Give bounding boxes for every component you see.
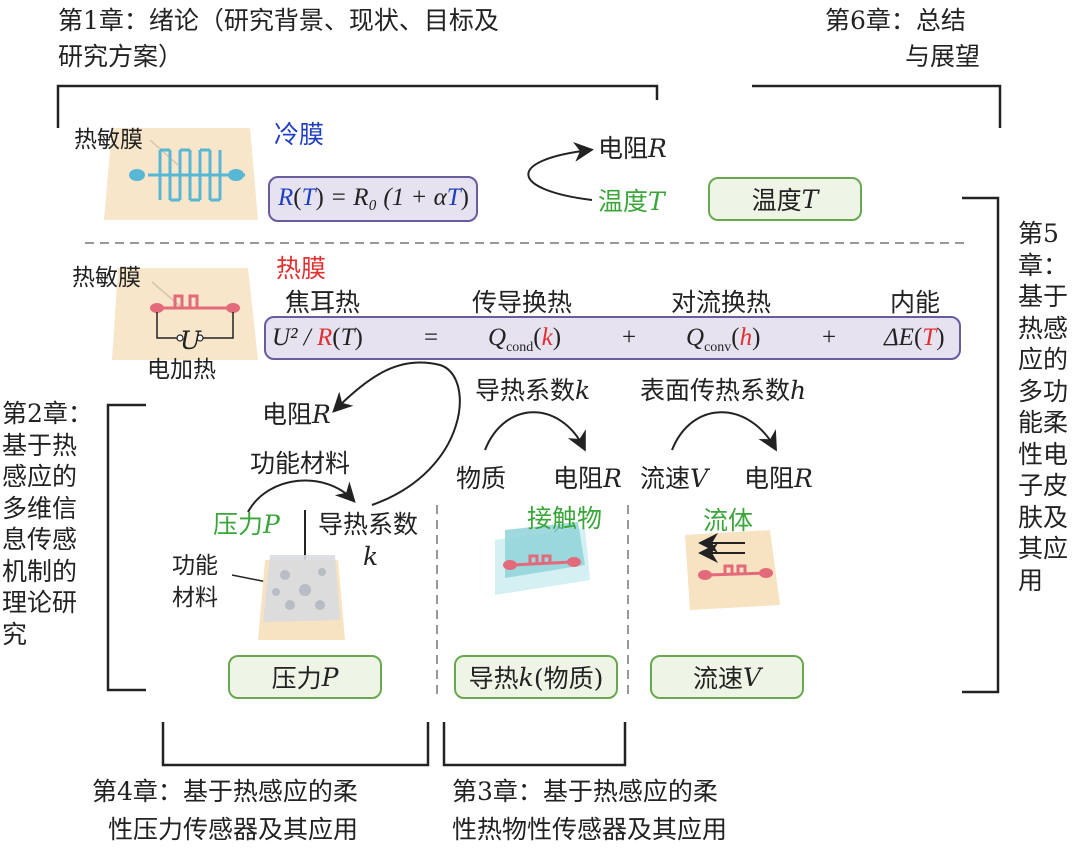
term-joule-heat: 焦耳热 <box>285 288 361 317</box>
eq-equals: = <box>424 324 439 351</box>
eq-joule: U² / R(T) <box>272 324 363 351</box>
ch5-bracket <box>962 196 1000 694</box>
thermal-resistance-label: 电阻R <box>553 464 622 493</box>
chapter4-title-line2: 性压力传感器及其应用 <box>108 815 359 844</box>
cold-film-title: 冷膜 <box>274 120 325 149</box>
ch2-bracket <box>106 403 146 692</box>
fluid-label: 流体 <box>703 506 754 535</box>
term-internal-energy: 内能 <box>890 288 941 317</box>
cold-arrow <box>527 141 594 201</box>
velocity-arrow <box>671 411 777 452</box>
chapter1-title-line2: 研究方案） <box>58 42 184 71</box>
eq-plus-2: + <box>822 324 837 351</box>
hot-film-title: 热膜 <box>276 254 327 283</box>
pressure-arrow <box>247 479 356 513</box>
eq-qconv: Qconv(h) <box>686 324 761 355</box>
chapter6-title-line2: 与展望 <box>905 42 981 71</box>
ch4-bracket <box>161 722 430 767</box>
cold-arrow-source: 温度T <box>598 187 665 216</box>
cold-film-sensor-icon <box>104 128 258 220</box>
chapter2-title: 第2章：基于热感应的多维信息传感机制的理论研究 <box>2 399 93 649</box>
thermal-conductivity-label: 导热系数k <box>475 376 591 405</box>
pressure-conductivity-var: k <box>363 542 379 571</box>
cold-arrow-target: 电阻R <box>598 134 667 163</box>
velocity-label: 流速V <box>640 464 709 493</box>
chapter3-title-line1: 第3章：基于热感应的柔 <box>452 777 718 806</box>
chapter4-title-line1: 第4章：基于热感应的柔 <box>92 777 358 806</box>
pressure-conductivity-label: 导热系数 <box>318 510 419 539</box>
ch3-bracket <box>442 722 627 767</box>
contact-object-label: 接触物 <box>527 504 603 533</box>
heat-transfer-coeff-label: 表面传热系数h <box>640 376 807 405</box>
electric-heating-label: 电加热 <box>147 357 216 383</box>
contact-sensor-icon <box>495 522 590 595</box>
substance-arrow <box>484 411 586 452</box>
eq-internal: ΔE(T) <box>884 324 945 351</box>
ch1-bracket <box>56 84 659 128</box>
eq-plus-1: + <box>622 324 637 351</box>
hot-film-label: 热敏膜 <box>72 265 141 291</box>
chapter5-title: 第5章：基于热感应的多功能柔性电子皮肤及其应用 <box>1018 219 1069 595</box>
loop-arrow <box>332 361 461 506</box>
pressure-input-label: 压力P <box>213 510 280 539</box>
hot-film-sensor-icon <box>112 268 258 360</box>
chapter6-title-line1: 第6章：总结 <box>825 6 966 35</box>
cold-equation-box: R(T) = R₀ (1 + αT) <box>268 176 478 222</box>
fluid-sensor-icon <box>685 530 780 610</box>
chapter3-title-line2: 性热物性传感器及其应用 <box>452 815 728 844</box>
functional-material-label: 功能材料 <box>250 449 351 478</box>
pressure-resistance-label: 电阻R <box>262 400 331 429</box>
eq-qcond: Qcond(k) <box>488 324 562 355</box>
material-label-line1: 功能 <box>172 553 218 579</box>
flow-resistance-label: 电阻R <box>744 464 813 493</box>
voltage-label: U <box>180 326 202 355</box>
hot-equation-box: U² / R(T) = Qcond(k) + Qconv(h) + ΔE(T) <box>264 316 961 360</box>
substance-label: 物质 <box>456 464 507 493</box>
term-convection: 对流换热 <box>671 288 772 317</box>
material-label-line2: 材料 <box>172 585 218 611</box>
ch6-bracket <box>752 84 1002 128</box>
chapter1-title-line1: 第1章：绪论（研究背景、现状、目标及 <box>58 6 499 35</box>
term-conduction: 传导换热 <box>472 288 573 317</box>
cold-film-label: 热敏膜 <box>74 127 143 153</box>
porous-material-icon <box>258 555 345 640</box>
cold-eq-T: T <box>301 184 316 211</box>
cold-eq-R: R <box>278 184 294 211</box>
cold-eq-rest: = R₀ (1 + α <box>330 184 447 211</box>
